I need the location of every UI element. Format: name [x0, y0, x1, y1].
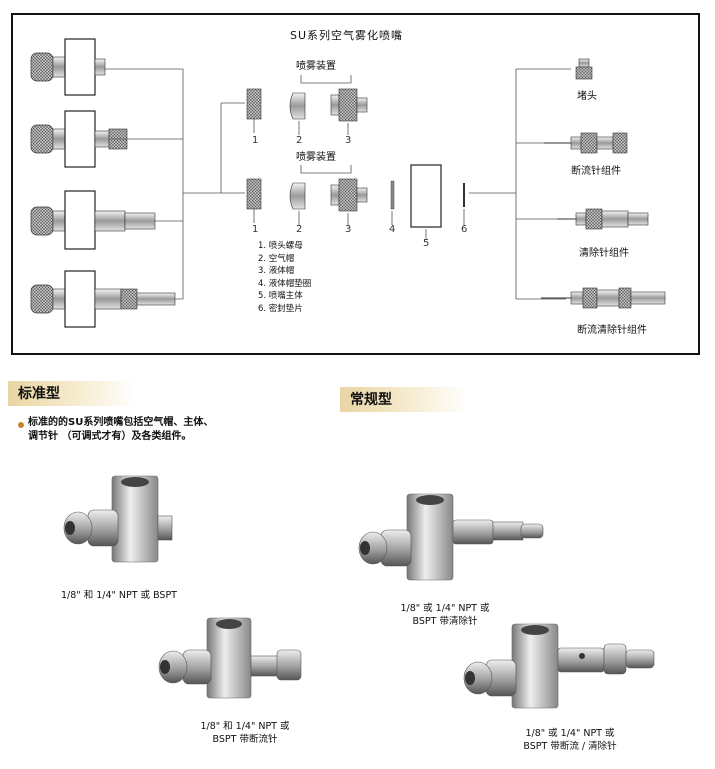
parts-list-item: 3. 液体帽: [258, 266, 295, 276]
left-assembly-4: [30, 270, 176, 328]
part-number: 4: [389, 224, 396, 235]
intro-line-2: 调节针 （可调式才有）及各类组件。: [28, 431, 192, 442]
part-3-fluid-cap-top: [330, 88, 368, 122]
product-photo-shutoff-cleanout: [463, 623, 655, 709]
right-label-shutoff: 断流针组件: [571, 166, 621, 177]
product-photo-standard: [63, 475, 173, 563]
caption-shutoff-cleanout-line-1: 1/8" 或 1/4" NPT 或: [525, 728, 615, 739]
parts-list-item: 1. 喷头螺母: [258, 241, 303, 251]
right-shutoff-cleanout-needle: [541, 287, 666, 309]
caption-standard: 1/8" 和 1/4" NPT 或 BSPT: [61, 590, 177, 601]
part-number: 6: [461, 224, 468, 235]
caption-cleanout-line-2: BSPT 带清除针: [412, 616, 478, 627]
caption-shutoff-line-2: BSPT 带断流针: [212, 734, 278, 745]
right-label-shutoff-cleanout: 断流清除针组件: [577, 325, 647, 336]
product-photo-cleanout: [358, 493, 544, 581]
part-number: 2: [296, 224, 303, 235]
part-number: 2: [296, 135, 303, 146]
caption-cleanout-line-1: 1/8" 或 1/4" NPT 或: [400, 603, 490, 614]
right-label-cleanout: 清除针组件: [579, 248, 629, 259]
product-photo-shutoff: [158, 617, 302, 699]
parts-list-item: 2. 空气帽: [258, 253, 295, 264]
parts-list-item: 6. 密封垫片: [258, 303, 303, 314]
left-assembly-3: [30, 190, 156, 250]
part-number: 1: [252, 135, 259, 146]
part-1-nut-bottom: [246, 178, 262, 210]
bullet-dot: [18, 422, 24, 428]
part-number: 3: [345, 224, 352, 235]
part-5-body: [410, 164, 442, 228]
intro-line-1: 标准的的SU系列喷嘴包括空气帽、主体、: [28, 417, 214, 428]
right-cleanout-needle: [557, 208, 649, 230]
parts-list-item: 5. 喷嘴主体: [258, 291, 303, 301]
caption-shutoff-line-1: 1/8" 和 1/4" NPT 或: [200, 721, 290, 732]
part-1-nut-top: [246, 88, 262, 120]
part-4-gasket: [390, 180, 395, 210]
caption-cleanout: 1/8" 或 1/4" NPT 或 BSPT 带清除针: [370, 602, 520, 628]
section-title-conventional: 常规型: [340, 387, 468, 412]
caption-shutoff-cleanout-line-2: BSPT 带断流 / 清除针: [523, 741, 617, 752]
parts-list-item: 4. 液体帽垫圈: [258, 278, 312, 289]
part-6-seal: [463, 183, 465, 207]
right-plug: [575, 58, 593, 80]
part-2-air-cap-bottom: [289, 182, 306, 210]
right-label-plug: 堵头: [577, 91, 597, 102]
section-title-standard: 标准型: [8, 381, 136, 406]
group-label-bottom: 喷雾装置: [296, 152, 336, 163]
group-label-top: 喷雾装置: [296, 61, 336, 72]
part-3-fluid-cap-bottom: [330, 178, 368, 212]
part-number: 5: [423, 238, 430, 249]
diagram-title: SU系列空气雾化喷嘴: [290, 29, 404, 42]
exploded-diagram-frame: [11, 13, 700, 355]
parts-list: 1. 喷头螺母 2. 空气帽 3. 液体帽 4. 液体帽垫圈 5. 喷嘴主体 6…: [258, 240, 311, 315]
part-2-air-cap-top: [289, 92, 306, 120]
right-shutoff-needle: [544, 132, 628, 154]
part-number: 3: [345, 135, 352, 146]
exploded-diagram: [30, 38, 666, 328]
left-assembly-1: [30, 38, 106, 96]
part-number: 1: [252, 224, 259, 235]
intro-text: 标准的的SU系列喷嘴包括空气帽、主体、 调节针 （可调式才有）及各类组件。: [28, 416, 213, 444]
caption-shutoff-cleanout: 1/8" 或 1/4" NPT 或 BSPT 带断流 / 清除针: [495, 727, 645, 753]
caption-shutoff: 1/8" 和 1/4" NPT 或 BSPT 带断流针: [170, 720, 320, 746]
